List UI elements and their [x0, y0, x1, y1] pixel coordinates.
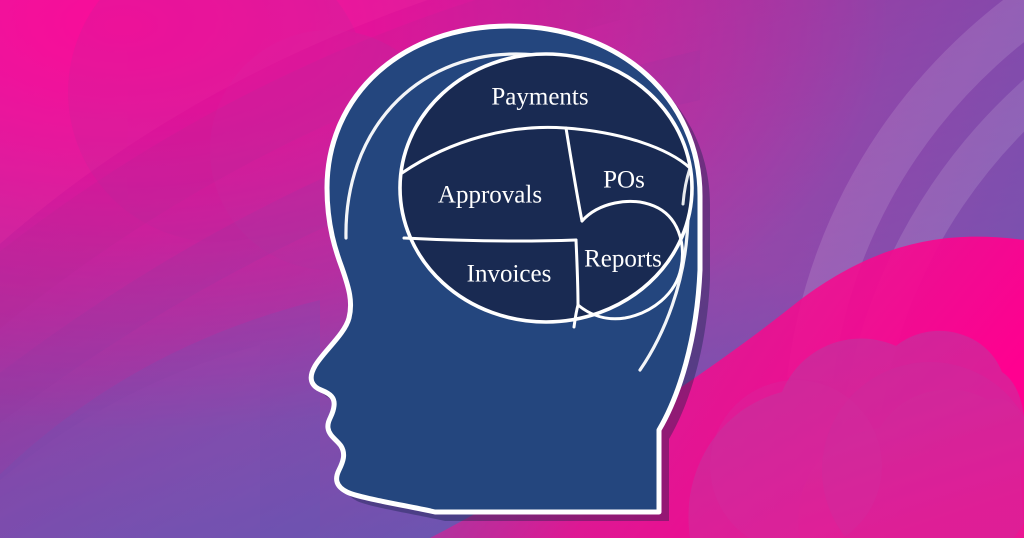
brain-diagram: Payments Approvals POs Invoices Reports	[398, 52, 694, 329]
divider-approvals-pos	[564, 126, 584, 223]
divider-invoices-right	[574, 238, 580, 307]
divider-reports-lobe	[576, 199, 684, 321]
divider-reports-bottom	[572, 303, 580, 329]
divider-pos-edge	[681, 166, 692, 206]
brain-segment-label-payments: Payments	[491, 84, 588, 111]
brain-segment-label-invoices: Invoices	[467, 261, 552, 288]
brain-outline	[398, 52, 694, 324]
divider-approvals-invoices	[402, 236, 578, 243]
background-band-bottomleft	[0, 300, 320, 538]
brain-segment-label-pos: POs	[603, 167, 645, 194]
brain-segment-label-approvals: Approvals	[438, 182, 542, 209]
brain-segment-label-reports: Reports	[584, 246, 662, 273]
background-cloud-blobs	[688, 330, 1024, 538]
